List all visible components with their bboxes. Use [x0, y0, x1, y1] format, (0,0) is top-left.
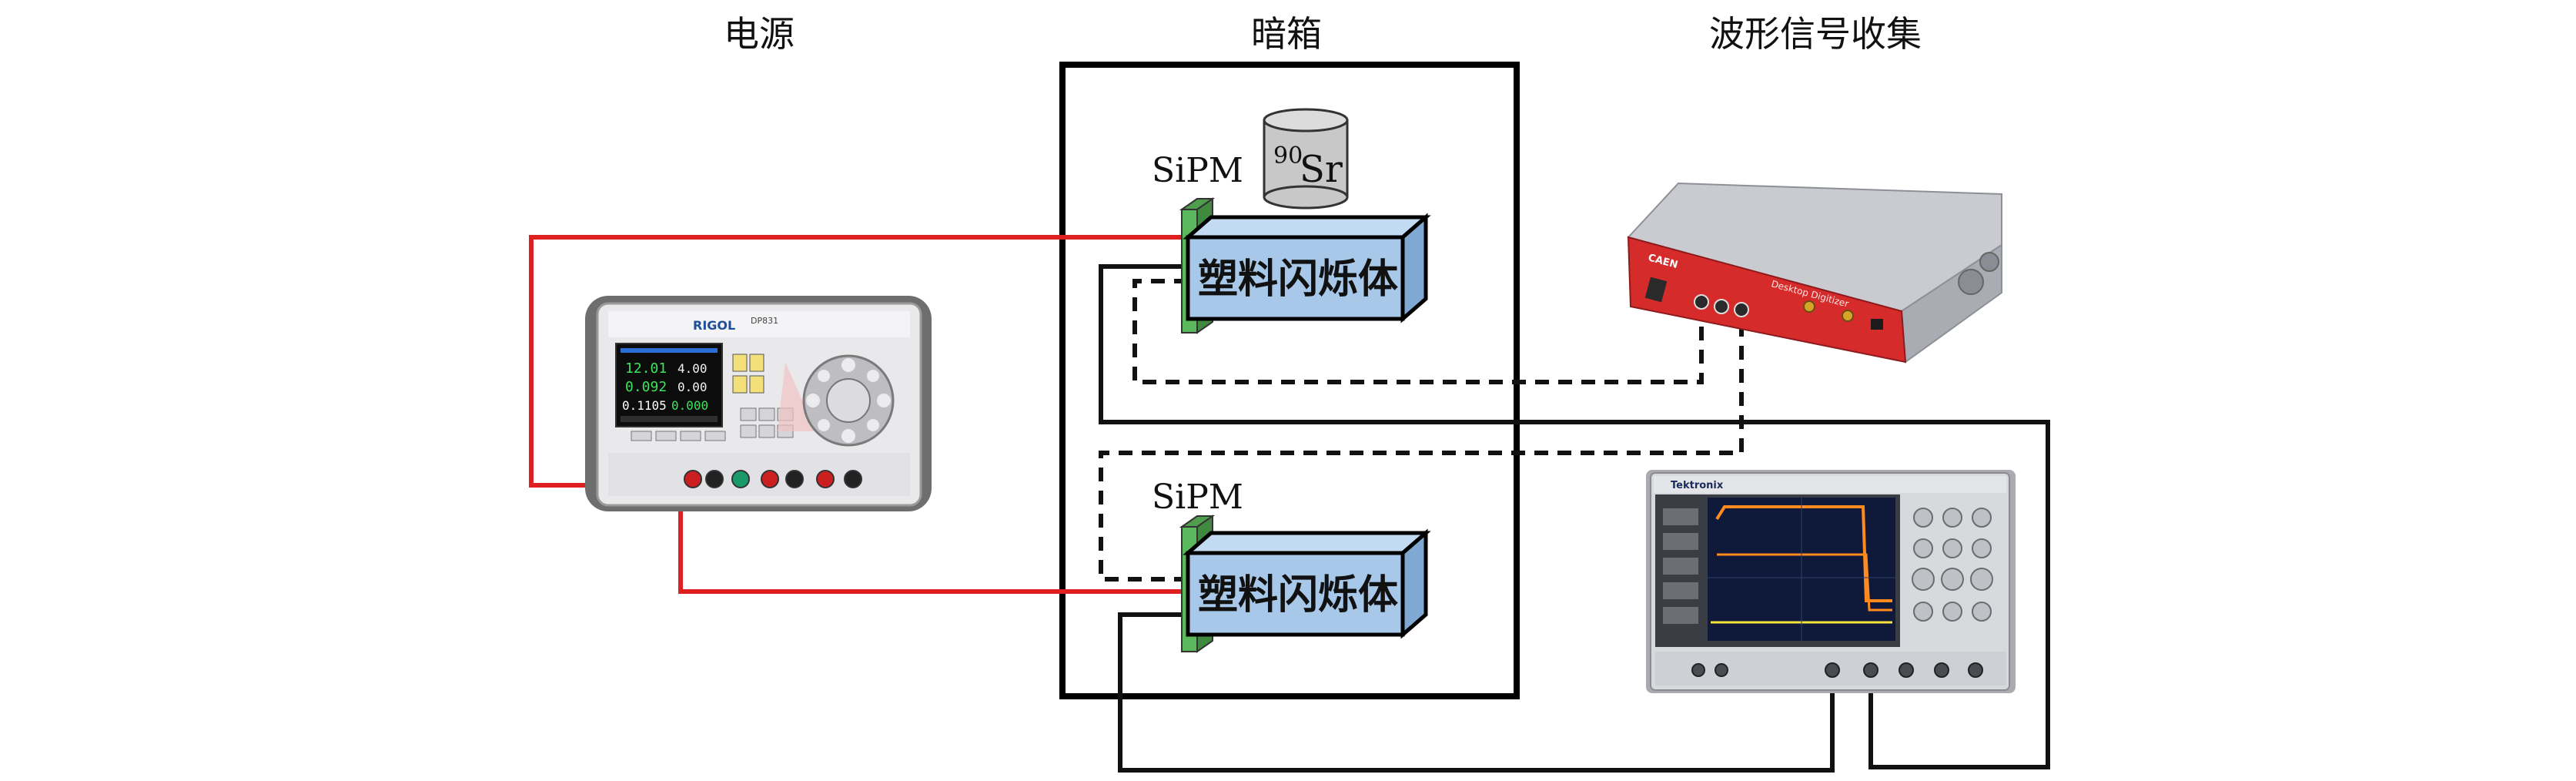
scintillator-top: 塑料闪烁体 [1179, 197, 1431, 334]
osc-trace-orange-2 [1717, 553, 1892, 612]
oscilloscope-brand: Tektronix [1671, 480, 1724, 491]
ps-terminal-6 [816, 470, 835, 488]
ps-reading-2: 4.00 [677, 361, 708, 376]
ps-terminal-2 [705, 470, 724, 488]
ps-terminal-5 [785, 470, 804, 488]
ps-terminal-7 [844, 470, 862, 488]
ps-reading-3: 0.092 [625, 379, 667, 395]
signal-cable-bottom-dashed [1099, 316, 1744, 582]
signal-cable-top-dashed [1132, 279, 1704, 384]
ps-reading-1: 12.01 [625, 360, 667, 377]
power-supply-device: RIGOL DP831 12.01 4.00 0.092 0.00 0.1105… [585, 296, 932, 511]
sr90-mass-number: 90 [1273, 142, 1303, 169]
ps-terminal-3 [731, 470, 750, 488]
power-supply-brand: RIGOL [693, 318, 735, 333]
power-cable-bottom [678, 485, 1188, 594]
sr90-source: 90 Sr [1263, 108, 1349, 209]
signal-cable-bottom-solid [1118, 612, 1835, 773]
scintillator-top-label: 塑料闪烁体 [1198, 256, 1398, 303]
oscilloscope-device: Tektronix [1646, 470, 2016, 693]
signal-cable-top-solid [1099, 264, 2050, 769]
scintillator-bottom: 塑料闪烁体 [1179, 515, 1431, 653]
sipm-label-top: SiPM [1152, 151, 1243, 190]
digitizer-front-panel [1627, 236, 1907, 364]
ps-reading-6: 0.000 [671, 398, 708, 413]
ps-terminal-4 [761, 470, 779, 488]
sr90-element: Sr [1300, 148, 1343, 191]
power-supply-title: 电源 [724, 13, 795, 55]
ps-reading-4: 0.00 [677, 380, 708, 394]
ps-terminal-1 [684, 470, 702, 488]
scintillator-bottom-label: 塑料闪烁体 [1198, 572, 1398, 618]
ps-reading-5: 0.1105 [622, 398, 667, 413]
power-supply-screen [615, 343, 723, 427]
waveform-collection-title: 波形信号收集 [1709, 13, 1922, 55]
osc-trace-orange-1 [1715, 505, 1892, 602]
digitizer-device: CAEN Desktop Digitizer [1627, 182, 2002, 364]
power-supply-model: DP831 [751, 316, 778, 326]
sipm-label-bottom: SiPM [1152, 478, 1243, 517]
dark-box-title: 暗箱 [1251, 13, 1322, 55]
